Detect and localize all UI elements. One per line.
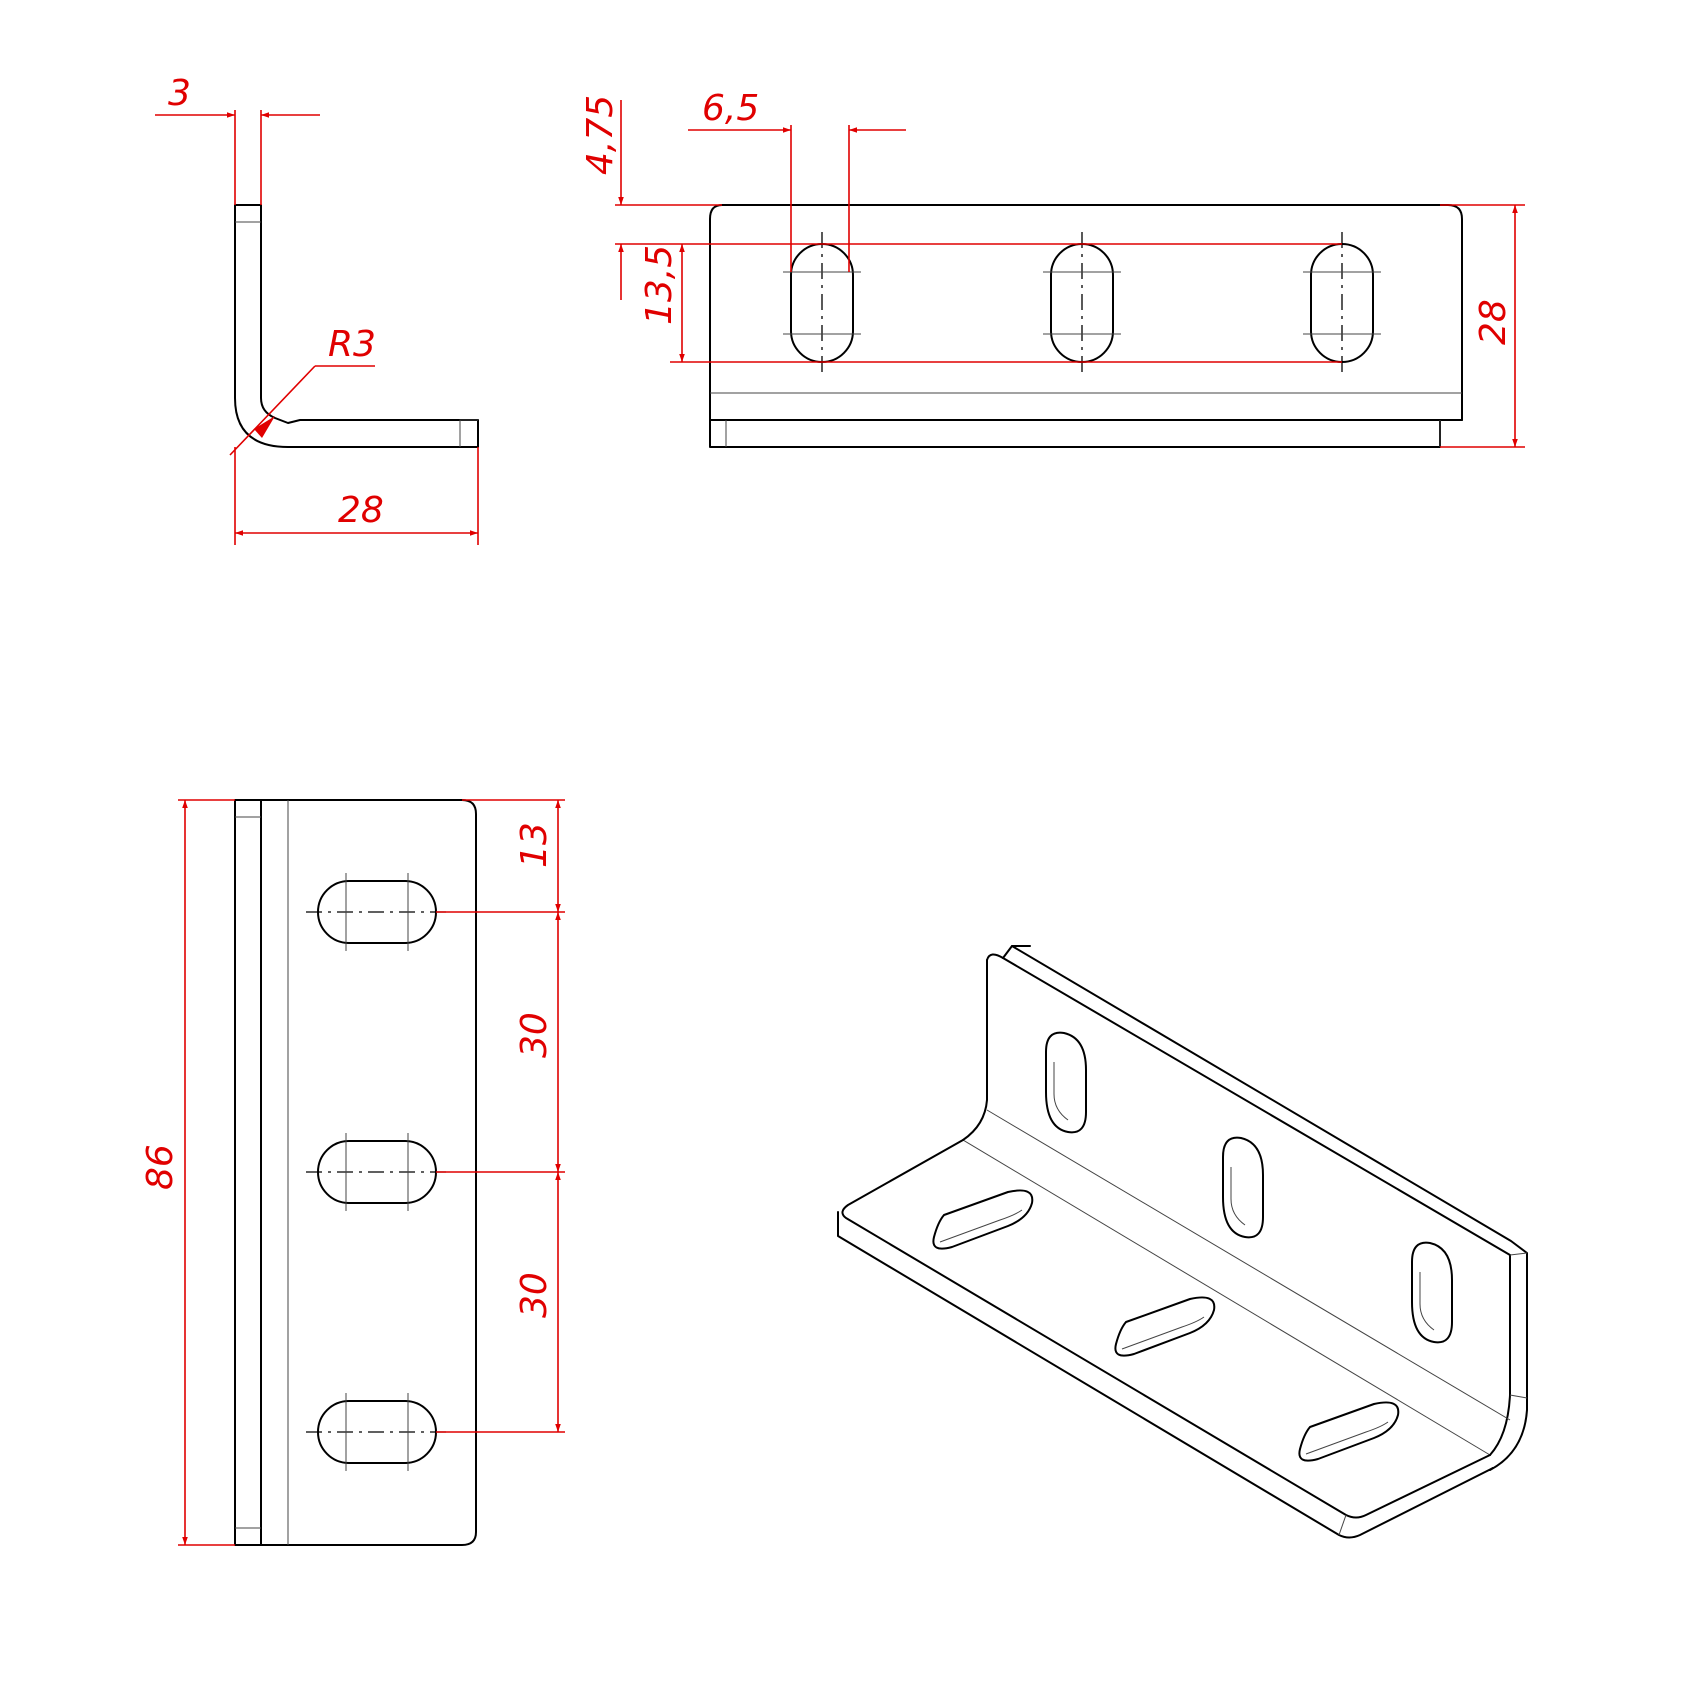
dim-slot-offset: 4,75	[580, 95, 621, 175]
side-view: 3 R3 28	[155, 73, 479, 545]
dim-pitch-1: 30	[514, 1012, 555, 1058]
iso-slot-horizontal-1	[932, 1189, 1034, 1250]
isometric-vertical-flange	[962, 959, 988, 1141]
iso-slot-vertical-1	[1045, 1031, 1087, 1134]
top-view: 86 13 30 30	[140, 799, 565, 1546]
iso-slot-horizontal-3	[1298, 1401, 1400, 1462]
dim-flange-width: 28	[338, 490, 384, 531]
iso-slot-vertical-2	[1222, 1136, 1264, 1239]
dim-bend-radius: R3	[328, 324, 376, 365]
top-slot-1	[306, 873, 448, 951]
front-view: 6,5 4,75 13,5 28	[580, 88, 1525, 448]
front-view-outline	[709, 204, 1463, 448]
front-slot-2	[1043, 232, 1121, 374]
top-view-outline	[234, 799, 477, 1546]
top-slot-3	[306, 1393, 448, 1471]
dim-pitch-2: 30	[514, 1272, 555, 1318]
iso-slot-horizontal-2	[1114, 1296, 1216, 1357]
top-slot-2	[306, 1133, 448, 1211]
isometric-horizontal-flange	[841, 1139, 1491, 1519]
iso-slot-vertical-3	[1411, 1241, 1453, 1344]
front-slot-3	[1303, 232, 1381, 374]
dim-slot-length: 13,5	[639, 245, 680, 325]
dim-height: 28	[1473, 299, 1514, 345]
dim-thickness: 3	[168, 73, 191, 114]
isometric-view	[837, 945, 1528, 1539]
dim-first-pitch: 13	[514, 822, 555, 868]
dim-total-length: 86	[140, 1144, 181, 1190]
dim-slot-width: 6,5	[702, 88, 759, 129]
side-view-profile	[234, 204, 479, 448]
